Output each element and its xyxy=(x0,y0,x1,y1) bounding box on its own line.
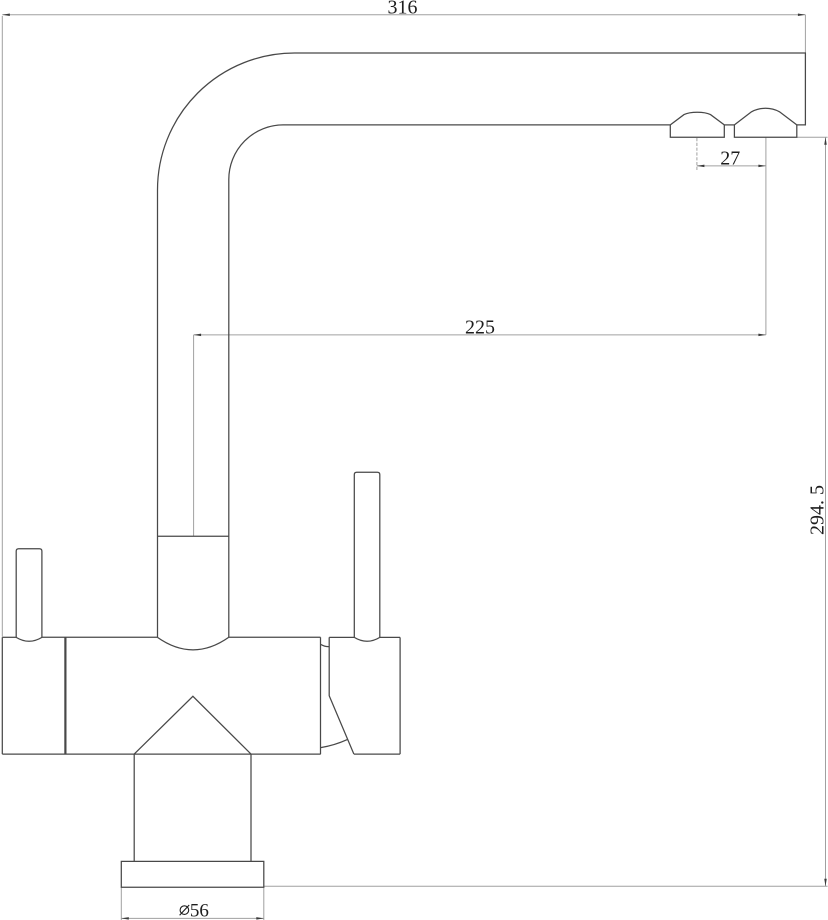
svg-text:316: 316 xyxy=(388,0,418,19)
svg-text:225: 225 xyxy=(465,317,495,339)
svg-text:294. 5: 294. 5 xyxy=(807,485,828,535)
svg-text:27: 27 xyxy=(720,147,740,169)
svg-text:56: 56 xyxy=(190,900,209,920)
